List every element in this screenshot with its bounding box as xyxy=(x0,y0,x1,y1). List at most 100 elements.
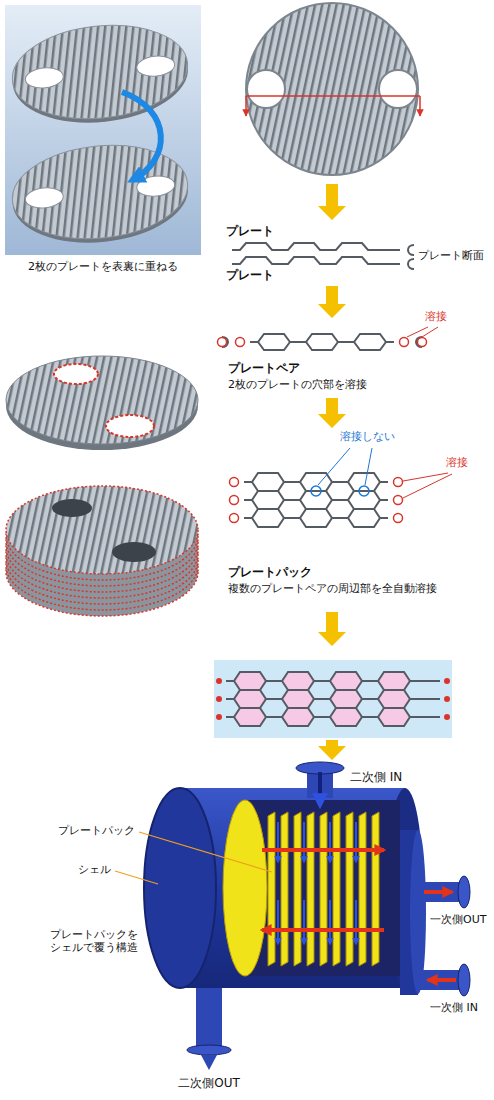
part-name: プレート xyxy=(226,268,274,283)
illustration-part xyxy=(115,871,158,884)
section-label: プレート断面 xyxy=(418,249,484,263)
plate-section xyxy=(226,708,440,717)
plate-section xyxy=(226,681,440,690)
illustration-part xyxy=(216,678,450,720)
plate-section xyxy=(232,257,400,264)
part-name: シェル xyxy=(78,863,111,877)
secondary-flow xyxy=(303,900,305,944)
plate-top-view xyxy=(246,3,420,175)
plate-layer xyxy=(6,486,198,574)
illustration-part xyxy=(318,448,350,485)
port-label: 二次側 IN xyxy=(350,770,402,785)
illustration-part xyxy=(136,174,176,198)
illustration-part xyxy=(424,890,452,894)
illustration-part xyxy=(5,5,201,255)
plate-section xyxy=(232,243,400,250)
plate-section xyxy=(226,717,440,726)
primary-flow xyxy=(262,848,384,852)
illustration-part xyxy=(226,243,440,726)
hole-edge xyxy=(408,245,414,255)
illustration-part xyxy=(410,830,426,994)
illustration-part xyxy=(318,772,322,806)
illustration-part xyxy=(222,245,422,347)
illustration-part xyxy=(122,92,161,180)
flow-arrow xyxy=(318,398,346,428)
secondary-flow xyxy=(355,822,357,862)
illustration-part xyxy=(422,327,438,337)
illustration-part xyxy=(139,832,272,872)
part-name: プレート xyxy=(226,224,274,239)
secondary-flow xyxy=(303,822,305,862)
secondary-flow xyxy=(277,822,279,862)
illustration-part xyxy=(218,338,427,523)
illustration-part xyxy=(187,1045,231,1055)
stage-name: プレートパック xyxy=(228,565,312,580)
pack-plate xyxy=(359,812,366,966)
illustration-part xyxy=(311,486,369,496)
shell-illustration xyxy=(144,762,470,1070)
illustration-part xyxy=(262,850,384,930)
pack-plate xyxy=(294,812,301,966)
cross-sections xyxy=(214,243,452,738)
hole-edge xyxy=(408,259,414,269)
plate-section xyxy=(226,690,440,699)
weld-mark xyxy=(418,338,427,347)
illustration-part xyxy=(458,876,470,908)
primary-flow xyxy=(262,928,384,932)
weld-dot xyxy=(444,696,450,702)
port-hole xyxy=(52,499,92,517)
illustration-part xyxy=(8,137,193,247)
illustration-part xyxy=(106,415,154,437)
flow-arrow xyxy=(318,612,346,646)
leader-lines xyxy=(318,327,452,498)
weld-mark xyxy=(218,338,227,347)
stage-name: プレートペア xyxy=(228,361,300,376)
plate-pack-image xyxy=(6,486,198,616)
weld-mark xyxy=(230,496,239,505)
secondary-flow xyxy=(329,822,331,862)
flow-arrow xyxy=(318,286,346,318)
plate-section xyxy=(226,672,440,681)
weld-dot xyxy=(216,714,222,720)
no-weld-label: 溶接しない xyxy=(340,430,395,444)
plate-section xyxy=(226,699,440,708)
weld-label: 溶接 xyxy=(446,456,468,470)
illustration-part xyxy=(24,186,64,210)
illustration-part xyxy=(8,137,193,251)
weld-dot xyxy=(444,714,450,720)
pack-plate xyxy=(320,812,327,966)
pack-plate xyxy=(307,812,314,966)
plate-section xyxy=(250,342,394,350)
stage-note: 複数のプレートペアの周辺部を全自動溶接 xyxy=(228,582,437,596)
plate-pack-in-shell xyxy=(262,812,384,966)
secondary-flow xyxy=(277,900,279,944)
port-label: 二次側OUT xyxy=(169,1076,249,1091)
plate-section xyxy=(250,334,394,342)
illustration-part xyxy=(246,95,420,97)
illustration-part xyxy=(136,54,176,78)
weld-mark xyxy=(394,514,403,523)
illustration-part xyxy=(278,822,356,944)
plate-section xyxy=(244,518,388,527)
port-label: 一次側 IN xyxy=(430,1001,478,1015)
plate-section xyxy=(244,500,388,509)
illustration-part xyxy=(418,970,462,990)
weld-mark xyxy=(230,478,239,487)
pack-plate xyxy=(346,812,353,966)
pack-plate xyxy=(372,812,379,966)
flow-arrow xyxy=(318,740,346,760)
illustration-part xyxy=(419,96,421,116)
flow-band xyxy=(214,660,452,738)
illustration-part xyxy=(379,70,417,108)
weld-mark xyxy=(400,338,409,347)
illustration-part xyxy=(8,17,193,127)
illustration-part xyxy=(247,70,285,108)
weld-label: 溶接 xyxy=(425,310,447,324)
pack-plate xyxy=(333,812,340,966)
part-name: プレートパック xyxy=(58,824,135,838)
weld-mark xyxy=(394,496,403,505)
illustration-part xyxy=(24,66,64,90)
no-weld-mark xyxy=(311,486,321,496)
weld-dot xyxy=(444,678,450,684)
plate-photo xyxy=(5,5,201,255)
